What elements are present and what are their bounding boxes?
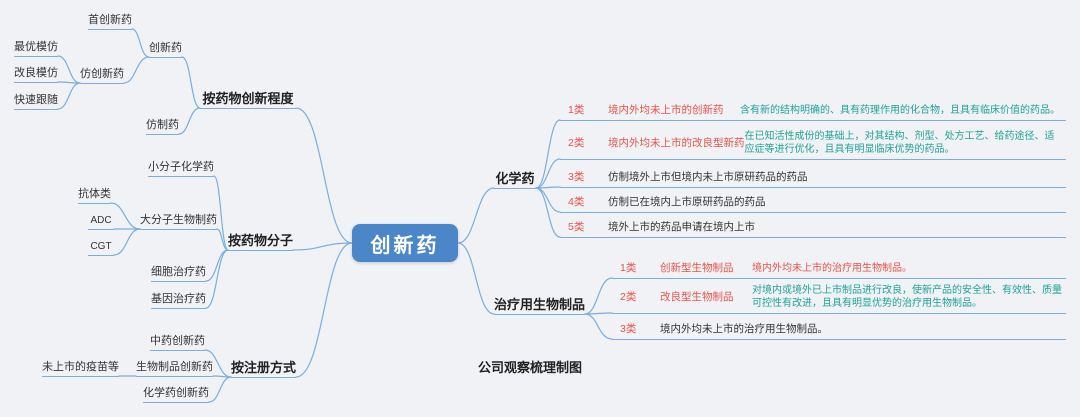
node-cell-therapy: 细胞治疗药 [151, 266, 206, 282]
class-title: 境内外均未上市的创新药 [608, 104, 724, 116]
class-tag: 3类 [620, 323, 637, 335]
class-title: 仿制境外上市但境内未上市原研药品的药品 [608, 171, 808, 183]
chemical-class-1-row: 1类 境内外均未上市的创新药 含有新的结构明确的、具有药理作用的化合物，且具有临… [560, 103, 1066, 121]
chemical-class-5-row: 5类 境外上市的药品申请在境内上市 [560, 220, 1066, 238]
topic-by-molecule: 按药物分子 [228, 233, 293, 251]
chemical-class-4-row: 4类 仿制已在境内上市原研药品的药品 [560, 195, 1066, 213]
class-tag: 3类 [568, 171, 585, 183]
node-large-molecule: 大分子生物制药 [140, 214, 217, 230]
class-tag: 2类 [568, 137, 585, 149]
node-tcm-innovative: 中药创新药 [150, 335, 205, 351]
chemical-class-3-row: 3类 仿制境外上市但境内未上市原研药品的药品 [560, 170, 1066, 188]
topic-therapeutic-biologics: 治疗用生物制品 [494, 297, 585, 315]
node-adc: ADC [88, 214, 114, 230]
node-imitative-innovation: 仿创新药 [80, 68, 124, 84]
node-improved-imitation: 改良模仿 [14, 67, 58, 83]
chemical-class-2-row: 2类 境内外均未上市的改良型新药 在已知活性成份的基础上，对其结构、剂型、处方工… [560, 130, 1066, 160]
node-innovative-drug: 创新药 [149, 42, 182, 58]
node-chemical-innovative: 化学药创新药 [143, 387, 209, 403]
class-title: 境外上市的药品申请在境内上市 [608, 221, 755, 233]
node-antibody: 抗体类 [78, 188, 111, 204]
node-unlisted-vaccines: 未上市的疫苗等 [42, 361, 119, 377]
class-desc: 对境内或境外已上市制品进行改良，使新产品的安全性、有效性、质量可控性有改进，且具… [752, 285, 1062, 309]
node-generic-drug: 仿制药 [146, 119, 179, 135]
node-cgt: CGT [88, 240, 114, 256]
biologics-class-1-row: 1类 创新型生物制品 境内外均未上市的治疗用生物制品。 [612, 261, 1066, 279]
node-small-molecule: 小分子化学药 [148, 161, 214, 177]
topic-chemical-drug: 化学药 [494, 171, 536, 189]
class-desc: 含有新的结构明确的、具有药理作用的化合物，且具有临床价值的药品。 [740, 104, 1060, 116]
class-tag: 2类 [620, 291, 637, 303]
class-desc: 境内外均未上市的治疗用生物制品。 [752, 262, 912, 274]
center-topic: 创新药 [352, 224, 458, 262]
biologics-class-2-row: 2类 改良型生物制品 对境内或境外已上市制品进行改良，使新产品的安全性、有效性、… [612, 284, 1066, 314]
node-best-imitation: 最优模仿 [14, 41, 58, 57]
class-title: 改良型生物制品 [660, 291, 734, 303]
class-desc: 在已知活性成份的基础上，对其结构、剂型、处方工艺、给药途径、适应症等进行优化，且… [744, 131, 1055, 155]
topic-by-registration: 按注册方式 [231, 360, 296, 378]
class-tag: 1类 [568, 104, 585, 116]
class-title: 创新型生物制品 [660, 262, 734, 274]
class-title: 境内外均未上市的改良型新药 [608, 137, 745, 149]
credit-note: 公司观察梳理制图 [478, 360, 583, 375]
node-gene-therapy: 基因治疗药 [151, 293, 206, 309]
biologics-class-3-row: 3类 境内外均未上市的治疗用生物制品。 [612, 322, 1066, 340]
node-biologic-innovative: 生物制品创新药 [136, 361, 213, 377]
node-first-in-class: 首创新药 [88, 14, 132, 30]
class-tag: 5类 [568, 221, 585, 233]
class-tag: 4类 [568, 196, 585, 208]
class-title: 境内外均未上市的治疗用生物制品。 [660, 323, 828, 335]
class-title: 仿制已在境内上市原研药品的药品 [608, 196, 766, 208]
topic-by-innovation-degree: 按药物创新程度 [200, 91, 296, 109]
class-tag: 1类 [620, 262, 637, 274]
node-fast-follow: 快速跟随 [14, 94, 58, 110]
